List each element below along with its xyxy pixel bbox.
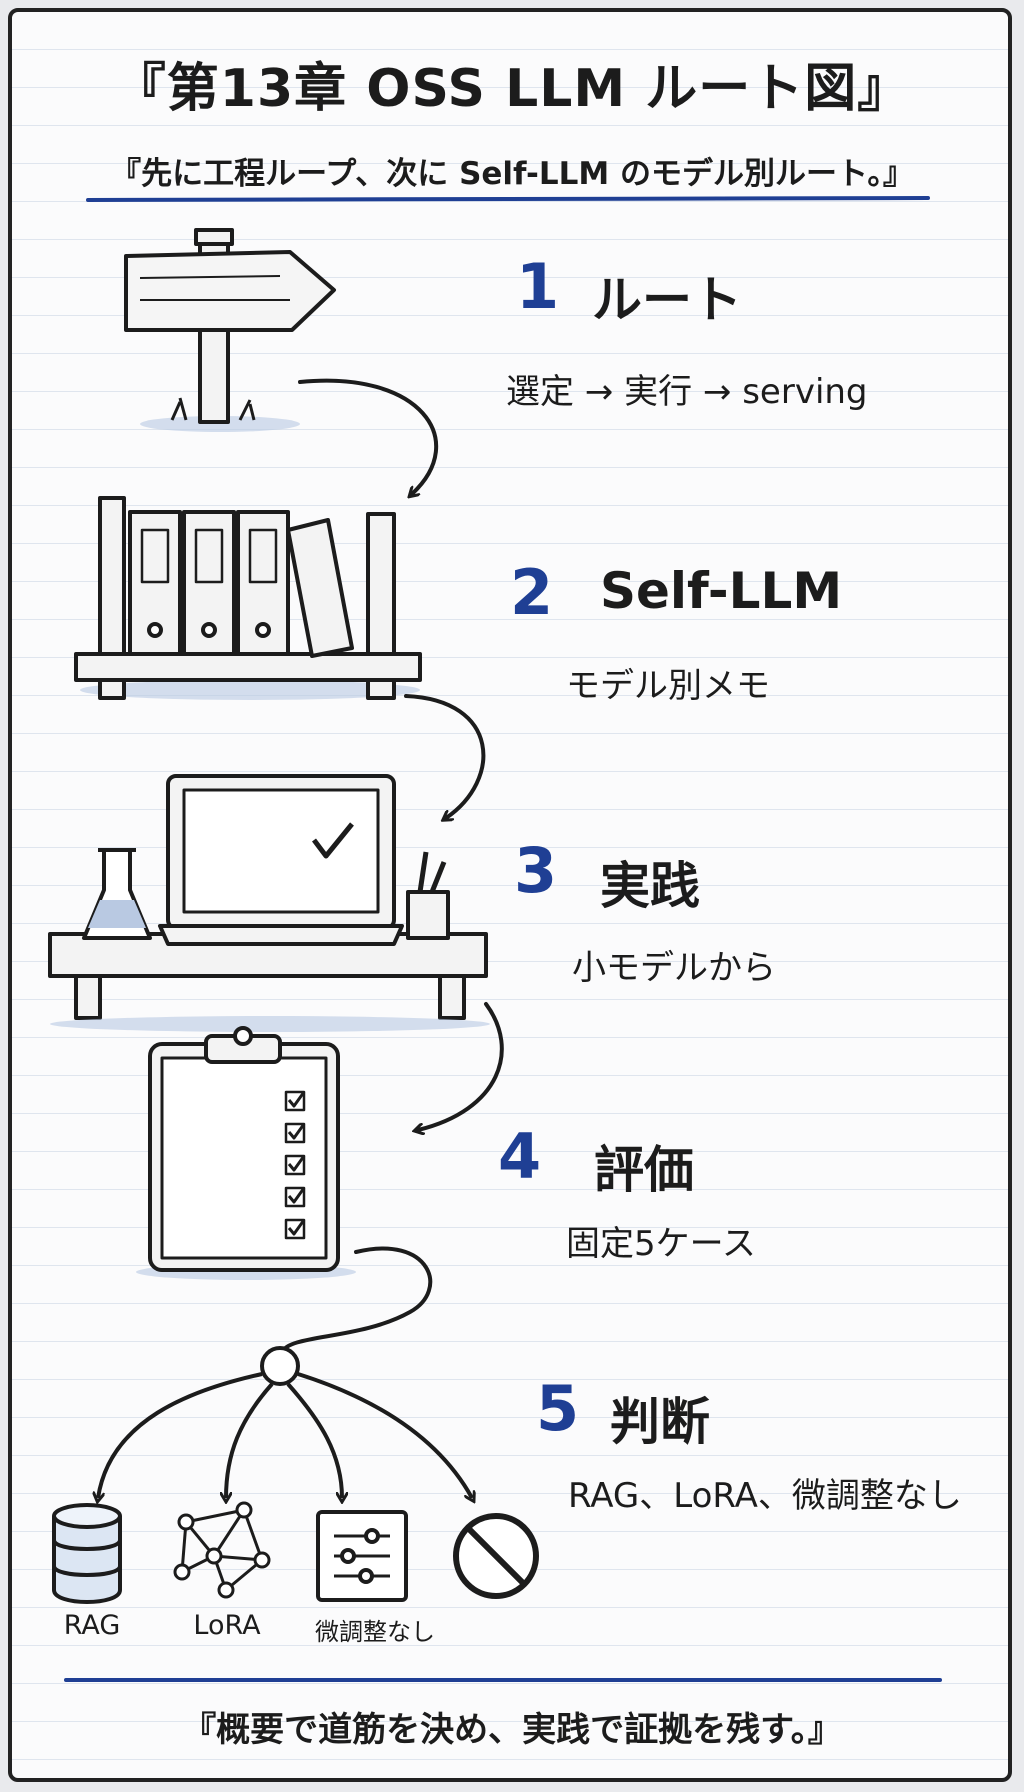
prohibited-icon — [453, 1513, 539, 1599]
network-graph-icon — [173, 1501, 271, 1599]
database-icon — [52, 1503, 122, 1604]
step-1-number: 1 — [516, 250, 560, 323]
step-3-heading: 実践 — [600, 857, 700, 915]
arrow-2-to-3 — [404, 694, 486, 818]
subtitle-underline — [86, 196, 930, 202]
sliders-icon — [316, 1510, 408, 1602]
step-2-detail: モデル別メモ — [566, 666, 770, 706]
laptop-desk-icon — [48, 774, 490, 1032]
decision-hub — [98, 1346, 472, 1498]
option-label-lora: LoRA — [193, 1610, 261, 1641]
option-label-no-finetune: 微調整なし — [315, 1618, 435, 1646]
option-label-rag: RAG — [63, 1610, 121, 1641]
step-5-number: 5 — [536, 1372, 580, 1445]
step-4-number: 4 — [498, 1120, 542, 1193]
step-3-number: 3 — [514, 834, 558, 907]
step-5-detail: RAG、LoRA、微調整なし — [568, 1476, 962, 1516]
clipboard-checklist-icon — [136, 1026, 356, 1280]
step-1-heading: ルート — [592, 271, 742, 329]
page-subtitle: 『先に工程ループ、次に Self-LLM のモデル別ルート。』 — [110, 156, 914, 192]
connector-4-to-hub — [280, 1246, 433, 1354]
arrow-1-to-2 — [298, 378, 439, 494]
step-2-heading: Self-LLM — [600, 562, 843, 620]
step-3-detail: 小モデルから — [572, 948, 776, 988]
step-2-number: 2 — [510, 556, 554, 629]
step-4-heading: 評価 — [594, 1141, 694, 1199]
step-1-detail: 選定 → 実行 → serving — [506, 372, 868, 412]
step-4-detail: 固定5ケース — [566, 1224, 756, 1264]
page-title: 『第13章 OSS LLM ルート図』 — [113, 59, 911, 119]
page-footer: 『概要で道筋を決め、実践で証拠を残す。』 — [182, 1710, 842, 1750]
step-5-heading: 判断 — [610, 1393, 710, 1451]
arrow-3-to-4 — [418, 1002, 504, 1130]
bookshelf-icon — [74, 496, 422, 700]
signpost-icon — [124, 228, 336, 432]
